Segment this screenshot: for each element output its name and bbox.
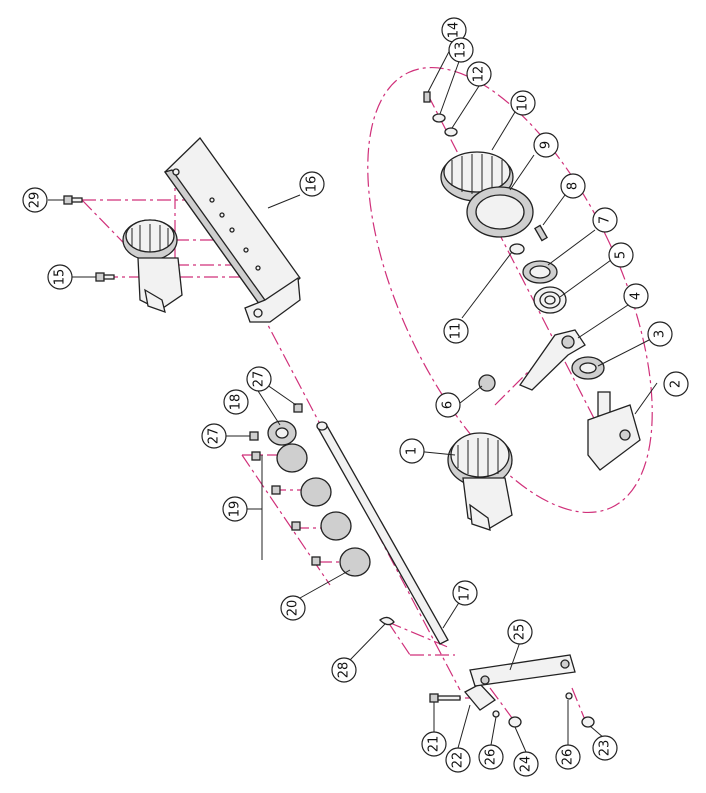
svg-text:25: 25 [513, 624, 528, 641]
callout-26-left: 26 [478, 744, 504, 770]
svg-text:26: 26 [484, 749, 499, 766]
callout-29: 29 [22, 187, 48, 213]
callout-22: 22 [445, 747, 471, 773]
mounting-bracket [163, 137, 301, 323]
callout-16: 16 [299, 171, 325, 197]
callout-14: 14 [441, 17, 467, 43]
svg-text:22: 22 [451, 752, 466, 769]
callout-2: 2 [663, 371, 689, 397]
axis-lever [489, 687, 516, 723]
callout-11: 11 [443, 318, 469, 344]
callout-7: 7 [592, 207, 618, 233]
callout-27-top: 27 [246, 366, 272, 392]
leader-lines [48, 41, 658, 753]
bottom-linkage [429, 654, 595, 728]
callout-27-left: 27 [201, 423, 227, 449]
callout-15: 15 [47, 264, 73, 290]
svg-text:26: 26 [561, 749, 576, 766]
callout-20: 20 [280, 595, 306, 621]
knob-detail-parts [423, 91, 641, 471]
svg-text:21: 21 [427, 736, 442, 753]
svg-text:23: 23 [598, 740, 613, 757]
svg-text:27: 27 [207, 428, 222, 445]
detail-boundary [367, 66, 653, 514]
svg-text:7: 7 [598, 216, 613, 224]
callout-25: 25 [507, 619, 533, 645]
callout-8: 8 [560, 173, 586, 199]
callout-4: 4 [623, 283, 649, 309]
svg-text:11: 11 [449, 323, 464, 340]
callout-1: 1 [399, 438, 425, 464]
svg-text:13: 13 [454, 42, 469, 59]
svg-text:4: 4 [629, 292, 644, 300]
axis-bracket-shaft [259, 309, 461, 691]
axis-clip-down [387, 621, 411, 656]
knob-assembly-1 [447, 432, 513, 531]
svg-text:12: 12 [472, 66, 487, 83]
svg-text:24: 24 [519, 756, 534, 773]
callout-3: 3 [647, 321, 673, 347]
svg-text:17: 17 [458, 585, 473, 602]
svg-text:15: 15 [53, 269, 68, 286]
svg-text:6: 6 [441, 401, 456, 409]
svg-text:29: 29 [28, 192, 43, 209]
callout-21: 21 [421, 731, 447, 757]
callout-19: 19 [222, 496, 248, 522]
svg-text:3: 3 [653, 330, 668, 338]
callout-12: 12 [466, 61, 492, 87]
bracket-knob-assembly [122, 219, 183, 314]
clip [379, 616, 395, 626]
callout-13: 13 [448, 37, 474, 63]
screw-15 [95, 272, 115, 282]
center-lines [81, 66, 653, 723]
callout-24: 24 [513, 751, 539, 777]
svg-text:1: 1 [405, 447, 420, 455]
screw-29 [63, 195, 83, 205]
svg-text:10: 10 [516, 95, 531, 112]
svg-text:9: 9 [539, 141, 554, 149]
callout-18: 18 [223, 389, 249, 415]
callout-17: 17 [452, 580, 478, 606]
callout-26-right: 26 [555, 744, 581, 770]
svg-text:16: 16 [305, 176, 320, 193]
svg-text:20: 20 [286, 600, 301, 617]
svg-text:19: 19 [228, 501, 243, 518]
shaft-collars [249, 403, 371, 577]
callout-28: 28 [331, 657, 357, 683]
shaft [316, 421, 449, 645]
callout-10: 10 [510, 90, 536, 116]
svg-text:14: 14 [447, 22, 462, 39]
callout-5: 5 [608, 242, 634, 268]
svg-text:27: 27 [252, 371, 267, 388]
callout-9: 9 [533, 132, 559, 158]
svg-text:2: 2 [669, 380, 684, 388]
axis-lever-right [571, 687, 586, 721]
svg-text:8: 8 [566, 182, 581, 190]
axis-upper [427, 94, 601, 431]
svg-text:28: 28 [337, 662, 352, 679]
callout-23: 23 [592, 735, 618, 761]
svg-text:5: 5 [614, 251, 629, 259]
callout-6: 6 [435, 392, 461, 418]
svg-text:18: 18 [229, 394, 244, 411]
